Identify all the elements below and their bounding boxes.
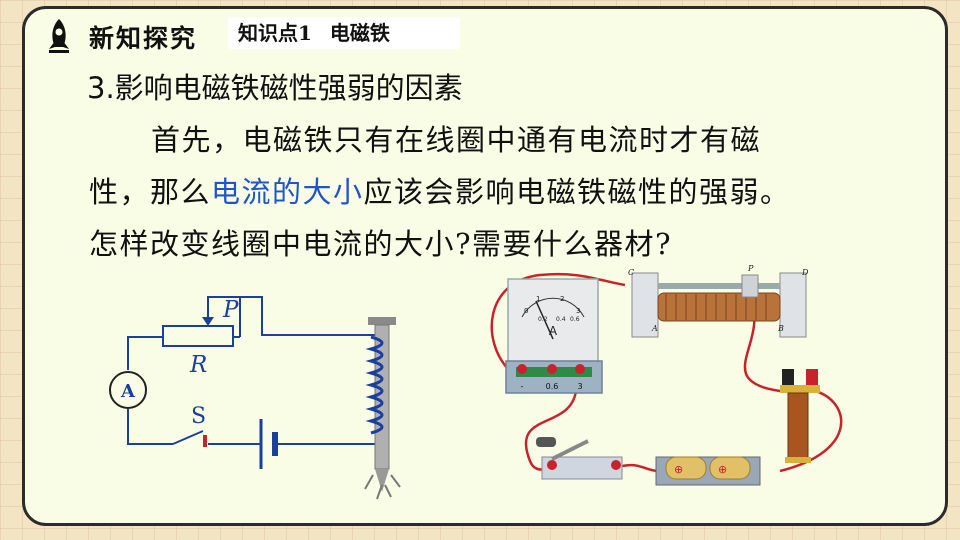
wire-left-lower xyxy=(127,409,173,445)
paragraph-line-3: 怎样改变线圈中电流的大小?需要什么器材? xyxy=(89,227,673,261)
svg-text:-: - xyxy=(521,382,524,391)
svg-text:0: 0 xyxy=(524,307,528,315)
topic-label: 知识点1 xyxy=(238,21,312,45)
svg-text:2: 2 xyxy=(560,295,564,303)
slide-heading: 3.影响电磁铁磁性强弱的因素 xyxy=(87,71,463,105)
svg-text:3: 3 xyxy=(576,307,580,315)
label-p: P xyxy=(222,297,239,323)
svg-text:A: A xyxy=(549,324,558,338)
highlight-current-size: 电流的大小 xyxy=(211,175,364,209)
battery-box: ⊕ ⊕ xyxy=(655,456,761,486)
nail-coil xyxy=(365,335,384,435)
svg-text:⊕: ⊕ xyxy=(674,463,683,476)
topic-name: 电磁铁 xyxy=(329,21,390,45)
rheostat: C P D A B xyxy=(628,264,809,338)
paragraph-line-2: 性，那么电流的大小应该会影响电磁铁磁性的强弱。 xyxy=(89,175,791,209)
topic-tag: 知识点1 电磁铁 xyxy=(228,17,460,49)
wire-switch-battery xyxy=(617,463,659,473)
electromagnet-coil xyxy=(780,369,820,463)
svg-text:D: D xyxy=(801,268,809,277)
svg-text:C: C xyxy=(628,268,634,277)
wire-top-left xyxy=(127,336,163,370)
apparatus-illustration: A 0 1 2 3 0.2 0.4 0.6 - 0.6 3 xyxy=(490,264,843,486)
svg-text:P: P xyxy=(747,264,754,273)
svg-text:1: 1 xyxy=(536,295,540,303)
label-s: S xyxy=(191,404,206,429)
rocket-icon xyxy=(49,19,69,53)
ammeter-circle xyxy=(109,371,147,409)
paragraph-line-1: 首先，电磁铁只有在线圈中通有电流时才有磁 xyxy=(151,123,762,157)
svg-text:A: A xyxy=(651,324,658,333)
content-board: 新知探究 知识点1 电磁铁 3.影响电磁铁磁性强弱的因素 首先，电磁铁只有在线圈中… xyxy=(22,6,948,526)
svg-text:3: 3 xyxy=(577,382,582,391)
body-paragraph: 首先，电磁铁只有在线圈中通有电流时才有磁 性，那么电流的大小应该会影响电磁铁磁性… xyxy=(89,114,929,270)
label-r: R xyxy=(189,352,207,378)
rheostat-symbol xyxy=(162,325,234,347)
svg-text:0.6: 0.6 xyxy=(570,316,580,323)
section-title: 新知探究 xyxy=(89,24,198,53)
ammeter: A 0 1 2 3 0.2 0.4 0.6 - 0.6 3 xyxy=(505,278,603,394)
svg-text:B: B xyxy=(777,324,784,333)
switch-blade xyxy=(172,430,204,445)
svg-text:0.2: 0.2 xyxy=(538,316,548,323)
svg-text:0.6: 0.6 xyxy=(546,382,559,391)
knife-switch xyxy=(536,437,623,480)
slider-arrowhead xyxy=(202,317,214,326)
wire-ammeter-rheostat xyxy=(490,272,626,372)
slider-arrow-wire xyxy=(207,296,241,337)
wire-ammeter-switch xyxy=(524,390,578,471)
svg-text:⊕: ⊕ xyxy=(718,463,727,476)
wire-top-right xyxy=(240,296,383,336)
circuit-diagram: P R A S xyxy=(109,296,401,500)
label-a: A xyxy=(120,381,136,402)
svg-text:0.4: 0.4 xyxy=(556,316,566,323)
